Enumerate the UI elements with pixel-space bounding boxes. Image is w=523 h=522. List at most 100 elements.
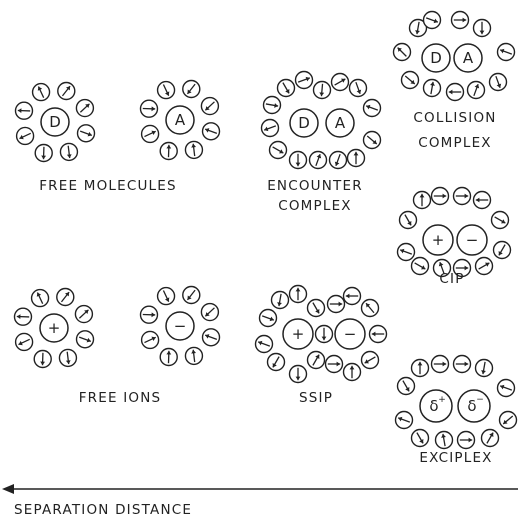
core-delta-plus-charge: +: [438, 395, 446, 405]
core-acceptor-encounter-label: A: [335, 114, 346, 132]
solvent-dipole: [294, 70, 314, 90]
core-anion-ssip-label: −: [344, 325, 357, 343]
solvent-dipole: [201, 122, 221, 141]
separation-arrowhead: [2, 484, 14, 494]
solvent-dipole: [159, 141, 178, 161]
solvent-dipole: [159, 347, 178, 367]
solvent-dipole: [156, 80, 176, 100]
solvent-dipole: [308, 150, 328, 170]
solvent-dipole: [410, 358, 430, 378]
solvent-dipole: [306, 298, 326, 318]
solvent-dipole: [184, 346, 204, 366]
core-delta-minus-charge: −: [476, 395, 484, 405]
solvent-dipole: [434, 430, 454, 450]
core-acceptor-collision-label: A: [463, 49, 474, 67]
core-delta-minus-label: δ: [467, 397, 476, 415]
solvent-dipole: [276, 78, 296, 98]
solvent-dipole: [57, 81, 76, 101]
solvent-dipole: [410, 256, 430, 276]
solvent-dipole: [262, 95, 282, 115]
core-cation-cip: +: [422, 224, 454, 256]
label-free-ions: FREE IONS: [79, 390, 162, 406]
solvent-dipole: [75, 98, 95, 118]
solvent-dipole: [288, 284, 308, 304]
core-donor: D: [40, 107, 70, 137]
solvent-dipole: [156, 286, 176, 306]
solvent-dipole: [348, 78, 368, 98]
solvent-dipole: [466, 80, 486, 100]
core-acceptor: A: [165, 105, 195, 135]
solvent-dipole: [15, 126, 35, 146]
solvent-dipole: [76, 124, 96, 143]
group-free-ions: +−: [13, 285, 221, 369]
solvent-dipole: [492, 240, 512, 260]
solvent-dipole: [452, 186, 472, 206]
solvent-dipole: [346, 148, 366, 168]
solvent-dipole: [260, 118, 280, 138]
label-encounter-complex-line1: ENCOUNTER: [267, 178, 363, 194]
solvent-dipole: [498, 410, 518, 430]
solvent-dipole: [326, 294, 346, 314]
solvent-dipole: [30, 288, 50, 308]
solvent-dipole: [480, 428, 500, 448]
solvent-dipole: [445, 82, 465, 102]
solvent-dipole: [182, 79, 201, 99]
label-ssip: SSIP: [299, 390, 333, 406]
core-anion-label: −: [174, 317, 187, 335]
core-delta-plus: δ+: [419, 389, 453, 423]
label-collision-complex-line1: COLLISION: [413, 110, 496, 126]
core-anion-cip: −: [456, 224, 488, 256]
core-delta-minus: δ−: [457, 389, 491, 423]
core-acceptor-label: A: [175, 111, 186, 129]
solvent-dipole: [452, 354, 472, 374]
solvent-dipole: [74, 304, 94, 324]
solvent-dipole: [13, 307, 33, 326]
group-cip: +−: [396, 186, 512, 278]
solvent-dipole: [58, 348, 78, 368]
solvent-dipole: [324, 354, 344, 374]
solvent-dipole: [328, 150, 348, 170]
solvent-dipole: [396, 376, 416, 396]
label-separation-distance: SEPARATION DISTANCE: [14, 502, 192, 518]
solvent-dipole: [430, 186, 450, 206]
solvent-dipole: [288, 150, 308, 170]
solvent-dipole: [34, 143, 53, 163]
solvent-dipole: [456, 430, 476, 450]
core-donor-collision: D: [421, 43, 451, 73]
solvent-dipole: [140, 330, 160, 350]
solvent-dipole: [14, 101, 34, 120]
solvent-dipole: [288, 364, 308, 384]
solvent-dipole: [360, 350, 380, 370]
solvent-dipole: [139, 305, 159, 324]
solvent-dipole: [314, 324, 334, 344]
solvent-dipole: [496, 42, 516, 62]
group-ssip: +−: [254, 284, 388, 384]
label-free-molecules: FREE MOLECULES: [39, 178, 177, 194]
core-donor-collision-label: D: [430, 49, 442, 67]
solvent-dipole: [75, 330, 95, 349]
solvent-dipole: [362, 130, 382, 150]
solvent-dipole: [400, 70, 420, 90]
solvent-dipole: [488, 72, 508, 92]
solvent-dipole: [360, 298, 380, 318]
solvent-dipole: [394, 410, 414, 430]
solvent-dipole: [56, 287, 75, 307]
solvent-dipole: [422, 78, 442, 98]
solvent-dipole: [342, 362, 362, 382]
core-donor-encounter: D: [289, 108, 319, 138]
core-cation-ssip-label: +: [292, 325, 305, 343]
solvent-dipole: [140, 124, 160, 144]
label-exciplex: EXCIPLEX: [419, 450, 492, 466]
core-delta-plus-label: δ: [429, 397, 438, 415]
solvent-dipole: [330, 72, 350, 92]
core-acceptor-collision: A: [453, 43, 483, 73]
solvent-dipole: [184, 140, 204, 160]
core-cation: +: [39, 313, 69, 343]
core-anion-ssip: −: [334, 318, 366, 350]
solvent-dipole: [258, 308, 278, 328]
solvent-dipole: [496, 378, 516, 398]
core-cation-cip-label: +: [432, 231, 445, 249]
